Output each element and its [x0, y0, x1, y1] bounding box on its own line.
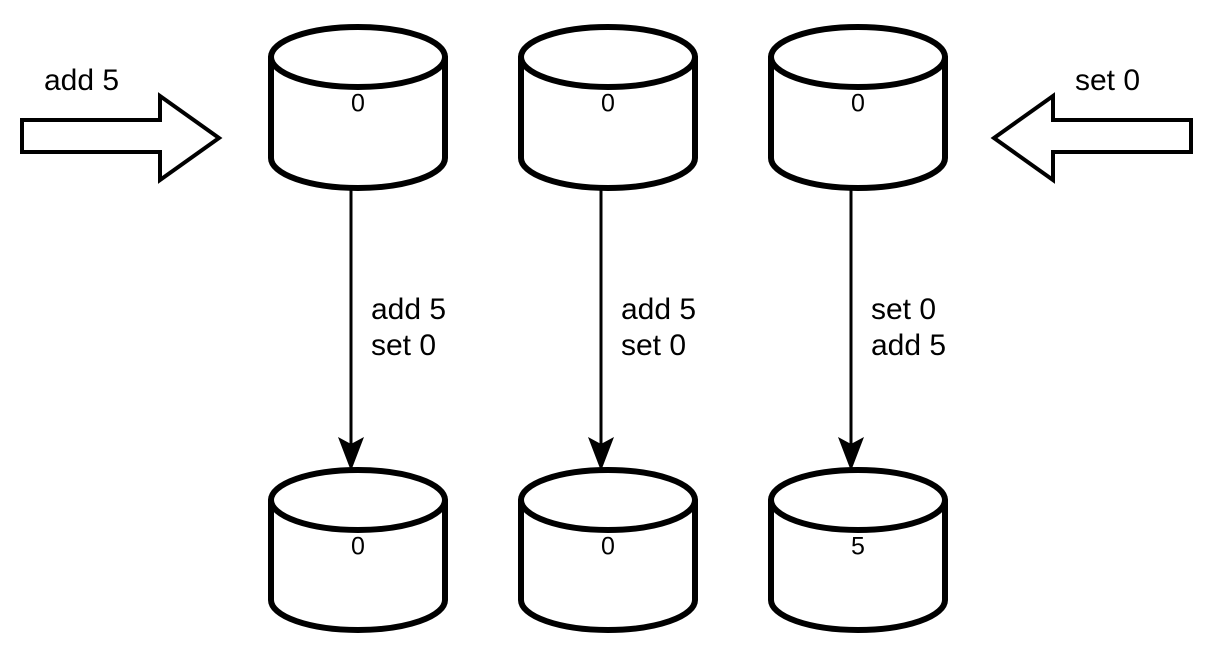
database-cylinder-top-icon: [518, 467, 698, 533]
transition-1-arrow: [338, 187, 364, 471]
transition-3-operation-1: set 0: [871, 293, 936, 326]
replica-3-initial[interactable]: 0: [768, 24, 948, 191]
replica-value: 5: [851, 533, 865, 561]
arrowhead-down-icon: [838, 437, 864, 471]
input-right-arrow-group[interactable]: [990, 92, 1193, 184]
database-cylinder-top-icon: [268, 467, 448, 533]
block-arrow-right-icon[interactable]: [20, 92, 223, 184]
database-cylinder-icon: [268, 54, 448, 191]
replica-2-final[interactable]: 0: [518, 467, 698, 633]
transition-1-operation-1: add 5: [371, 293, 446, 326]
database-cylinder-icon: [518, 54, 698, 191]
transition-2-operation-1: add 5: [621, 293, 696, 326]
input-left-label: add 5: [44, 64, 119, 97]
transition-1-operation-2: set 0: [371, 329, 436, 362]
transition-2-arrow: [588, 187, 614, 471]
replica-2-initial[interactable]: 0: [518, 24, 698, 191]
transition-3-arrow: [838, 187, 864, 471]
block-arrow-left-icon[interactable]: [990, 92, 1193, 184]
replica-value: 0: [851, 90, 865, 118]
transition-3-operation-2: add 5: [871, 329, 946, 362]
arrowhead-down-icon: [338, 437, 364, 471]
transition-2-operation-2: set 0: [621, 329, 686, 362]
database-cylinder-top-icon: [768, 24, 948, 90]
database-cylinder-icon: [268, 497, 448, 633]
replica-value: 0: [601, 533, 615, 561]
replica-3-final[interactable]: 5: [768, 467, 948, 633]
replica-value: 0: [351, 533, 365, 561]
replica-value: 0: [601, 90, 615, 118]
replica-1-final[interactable]: 0: [268, 467, 448, 633]
replica-1-initial[interactable]: 0: [268, 24, 448, 191]
replica-value: 0: [351, 90, 365, 118]
database-cylinder-icon: [768, 54, 948, 191]
input-left-arrow-group[interactable]: [20, 92, 223, 184]
database-cylinder-icon: [518, 497, 698, 633]
database-cylinder-top-icon: [768, 467, 948, 533]
arrowhead-down-icon: [588, 437, 614, 471]
database-cylinder-top-icon: [518, 24, 698, 90]
input-right-label: set 0: [1075, 64, 1140, 97]
database-cylinder-top-icon: [268, 24, 448, 90]
database-cylinder-icon: [768, 497, 948, 633]
